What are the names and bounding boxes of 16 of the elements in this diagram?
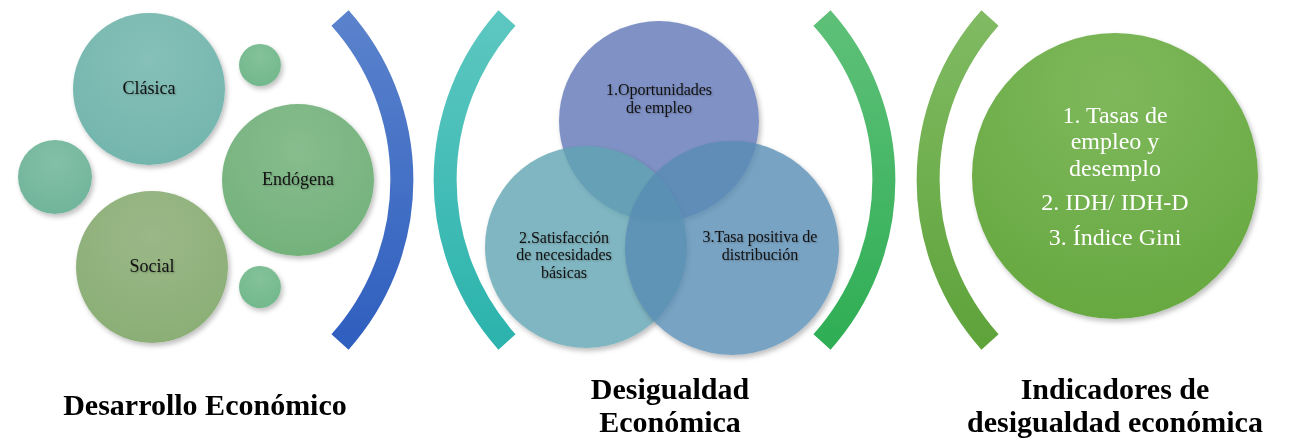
circle-label: Social xyxy=(129,257,175,277)
circle-label: 2.Satisfacción de necesidades básicas xyxy=(515,228,613,282)
section-heading: Desarrollo Económico xyxy=(62,388,348,421)
circle xyxy=(239,44,281,86)
circle xyxy=(239,266,281,308)
circle-label: 1.Oportunidades de empleo xyxy=(604,81,714,117)
circle-label: 3. Índice Gini xyxy=(1048,223,1182,250)
section-heading: Desigualdad Económica xyxy=(589,372,751,438)
section-heading: Indicadores de desigualdad económica xyxy=(966,372,1264,438)
circle-label: 1. Tasas de empleo y desemplo xyxy=(1061,102,1169,182)
circle xyxy=(18,140,92,214)
circle xyxy=(222,104,374,256)
circle-label: Endógena xyxy=(262,170,334,190)
circle-label: 2. IDH/ IDH-D xyxy=(1041,189,1189,216)
circle-label: 3.Tasa positiva de distribución xyxy=(701,228,819,264)
circle-label: Clásica xyxy=(122,79,176,99)
